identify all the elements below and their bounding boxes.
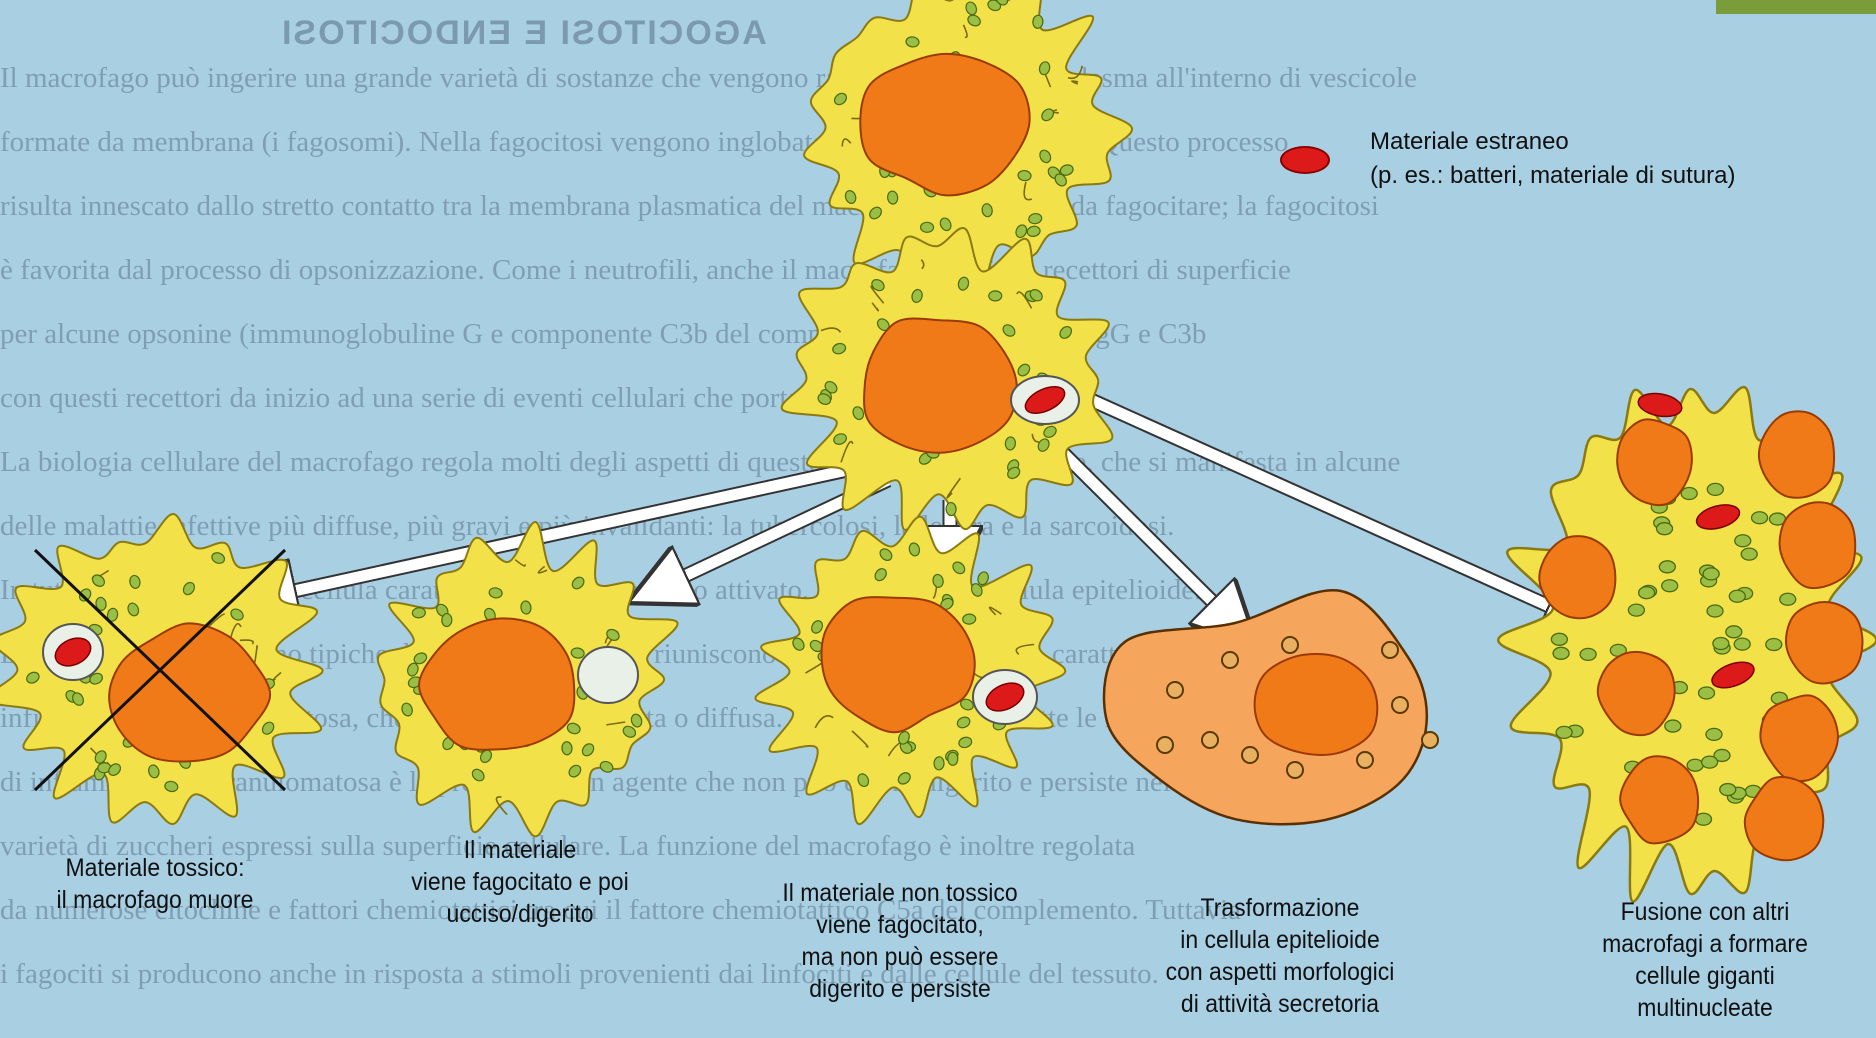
- organelle: [1662, 580, 1678, 592]
- organelle: [1734, 638, 1750, 650]
- organelle: [1720, 784, 1736, 796]
- organelle: [1628, 604, 1644, 616]
- organelle: [1687, 759, 1703, 771]
- organelle: [1741, 548, 1757, 560]
- organelle: [1707, 483, 1723, 495]
- nucleus: [1617, 419, 1692, 505]
- nucleus: [864, 319, 1017, 453]
- legend-examples: (p. es.: batteri, materiale di sutura): [1370, 159, 1735, 193]
- organelle: [1706, 728, 1722, 740]
- secretory-granule: [1167, 682, 1183, 698]
- organelle: [1657, 523, 1673, 535]
- secretory-granule: [1157, 737, 1173, 753]
- organelle: [948, 752, 958, 765]
- secretory-granule: [1202, 732, 1218, 748]
- macrophage-engulfing: [782, 228, 1113, 530]
- organelle: [1681, 488, 1697, 500]
- secretory-granule: [1382, 642, 1398, 658]
- organelle: [1780, 593, 1796, 605]
- caption-epithelioid: Trasformazione in cellula epitelioide co…: [1137, 892, 1422, 1020]
- organelle: [989, 291, 1002, 301]
- organelle: [1752, 512, 1768, 524]
- arrow-to-giant-cell: [1080, 395, 1580, 620]
- organelle: [1726, 626, 1742, 638]
- secretory-granule: [1357, 752, 1373, 768]
- organelle: [962, 614, 976, 625]
- organelle: [1553, 647, 1569, 659]
- organelle: [1698, 687, 1714, 699]
- caption-toxic-material: Materiale tossico: il macrofago muore: [31, 852, 279, 916]
- caption-digested: Il materiale viene fagocitato e poi ucci…: [368, 834, 672, 930]
- secretory-granule: [1422, 732, 1438, 748]
- organelle: [562, 741, 573, 755]
- organelle: [946, 502, 957, 516]
- organelle: [1713, 638, 1729, 650]
- organelle: [412, 607, 426, 618]
- organelle: [1032, 15, 1043, 29]
- nucleus: [1539, 536, 1615, 618]
- organelle: [1702, 756, 1718, 768]
- secretory-granule: [1242, 747, 1258, 763]
- organelle: [1735, 535, 1751, 547]
- secretory-granule: [1282, 637, 1298, 653]
- legend-text: Materiale estraneo (p. es.: batteri, mat…: [1370, 125, 1735, 193]
- nucleus: [1255, 654, 1378, 755]
- secretory-granule: [1287, 762, 1303, 778]
- nucleus: [1759, 411, 1834, 497]
- organelle: [1551, 633, 1567, 645]
- organelle: [920, 222, 933, 232]
- organelle: [1580, 648, 1596, 660]
- organelle: [1005, 437, 1016, 451]
- macrophage-dying: [0, 514, 323, 824]
- epithelioid-cell: [1104, 590, 1438, 824]
- organelle: [1766, 639, 1782, 651]
- organelle: [1639, 587, 1655, 599]
- legend-label: Materiale estraneo: [1370, 125, 1735, 159]
- foreign-material-icon: [1280, 146, 1330, 174]
- organelle: [1707, 605, 1723, 617]
- organelle: [1659, 561, 1675, 573]
- secretory-granule: [1392, 697, 1408, 713]
- organelle: [1556, 726, 1572, 738]
- organelle: [442, 613, 452, 626]
- giant-multinucleated-cell: [1498, 387, 1876, 901]
- organelle: [1729, 590, 1745, 602]
- caption-giant-cells: Fusione con altri macrofagi a formare ce…: [1572, 896, 1839, 1024]
- organelle: [1703, 568, 1719, 580]
- organelle: [934, 757, 944, 770]
- secretory-granule: [1222, 652, 1238, 668]
- organelle: [1665, 720, 1681, 732]
- caption-persists: Il materiale non tossico viene fagocitat…: [744, 877, 1057, 1005]
- phagosome: [578, 647, 638, 703]
- macrophage-persisting: [755, 517, 1065, 825]
